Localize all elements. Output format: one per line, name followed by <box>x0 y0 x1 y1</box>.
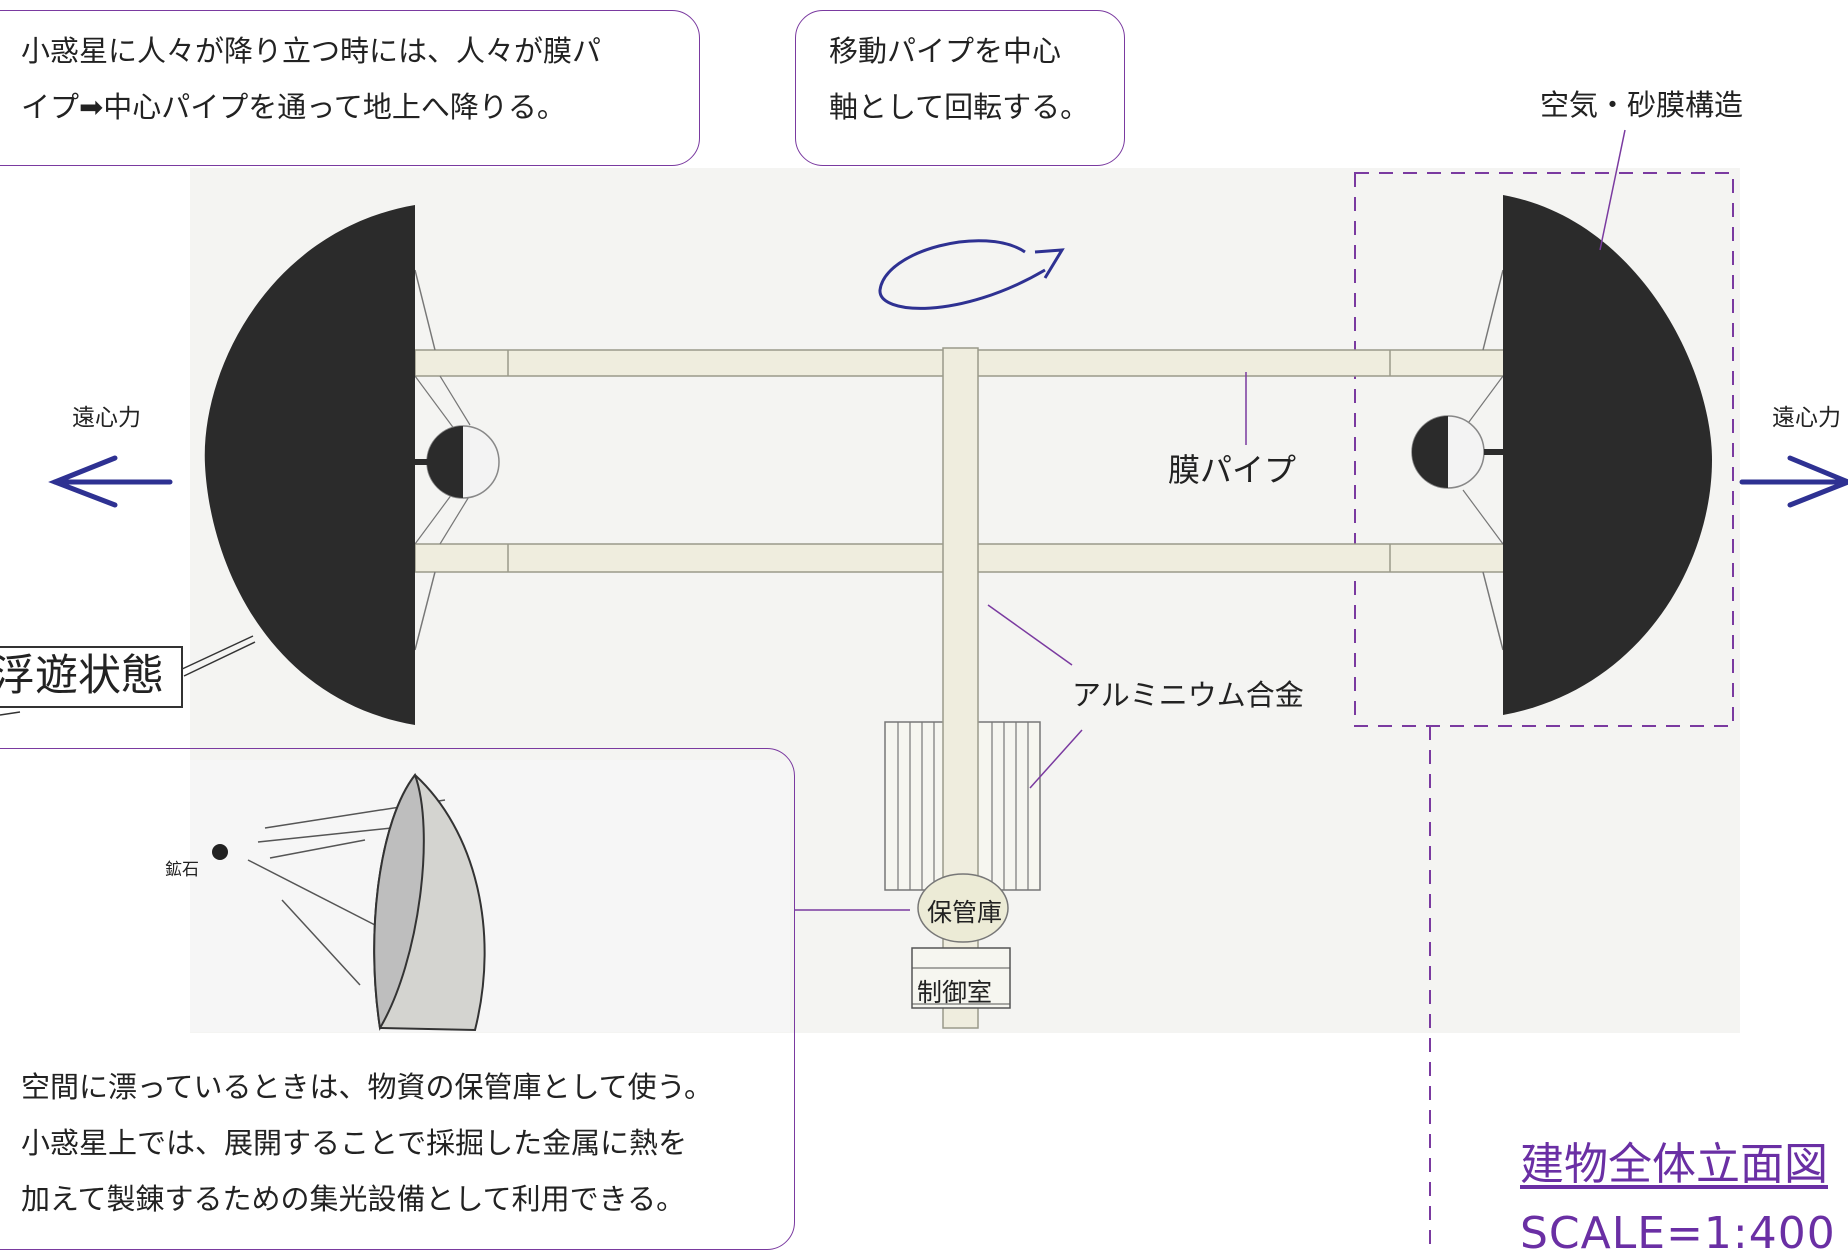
floating-state-box <box>0 646 183 708</box>
reflector-illustration <box>190 760 790 1032</box>
rotation-arrow <box>878 239 1065 310</box>
reflector-callout-line2: 小惑星上では、展開することで採掘した金属に熱を <box>21 1126 688 1160</box>
air-membrane-leader <box>1599 129 1626 251</box>
landing-callout-line2: イプ➡中心パイプを通って地上へ降りる。 <box>21 90 566 124</box>
leader-lines <box>795 129 1626 911</box>
ore-icon <box>212 844 228 860</box>
storage-capsule <box>917 873 1009 943</box>
centrifugal-arrow-left <box>48 455 173 508</box>
landing-callout: 小惑星に人々が降り立つ時には、人々が膜パ イプ➡中心パイプを通って地上へ降りる。 <box>0 10 700 166</box>
right-dome <box>1411 195 1712 715</box>
centrifugal-label-left: 遠心力 <box>72 405 141 431</box>
dashed-selection-box <box>1354 172 1734 727</box>
floating-state-pointer <box>0 635 256 716</box>
aluminum-leader <box>987 604 1073 666</box>
membrane-pipe-label: 膜パイプ <box>1168 451 1297 489</box>
centrifugal-arrow-right <box>1739 455 1848 508</box>
fins-leader <box>1029 729 1083 789</box>
reflector-callout: 空間に漂っているときは、物資の保管庫として使う。 小惑星上では、展開することで採… <box>0 748 795 1250</box>
reflector-callout-line1: 空間に漂っているときは、物資の保管庫として使う。 <box>21 1070 713 1104</box>
aluminum-alloy-label: アルミニウム合金 <box>1072 678 1304 712</box>
reflector-callout-line3: 加えて製錬するための集光設備として利用できる。 <box>21 1182 686 1216</box>
rotation-callout-line2: 軸として回転する。 <box>829 90 1090 124</box>
storage-label: 保管庫 <box>927 898 1003 927</box>
drawing-scale: SCALE=1:400 <box>1520 1208 1836 1259</box>
rotation-callout-line1: 移動パイプを中心 <box>829 34 1062 68</box>
ore-label: 鉱石 <box>165 860 199 880</box>
landing-callout-line1: 小惑星に人々が降り立つ時には、人々が膜パ <box>21 34 602 68</box>
control-room-label: 制御室 <box>917 978 993 1007</box>
control-room-box <box>911 947 1011 1009</box>
floating-state-label: 浮遊状態 <box>0 651 164 701</box>
centrifugal-label-right: 遠心力 <box>1772 405 1841 431</box>
air-sand-membrane-label: 空気・砂膜構造 <box>1540 88 1744 122</box>
rotation-callout: 移動パイプを中心 軸として回転する。 <box>795 10 1125 166</box>
central-pipe <box>884 347 1041 1029</box>
drawing-title[interactable]: 建物全体立面図 <box>1520 1139 1828 1190</box>
left-dome <box>204 205 500 725</box>
